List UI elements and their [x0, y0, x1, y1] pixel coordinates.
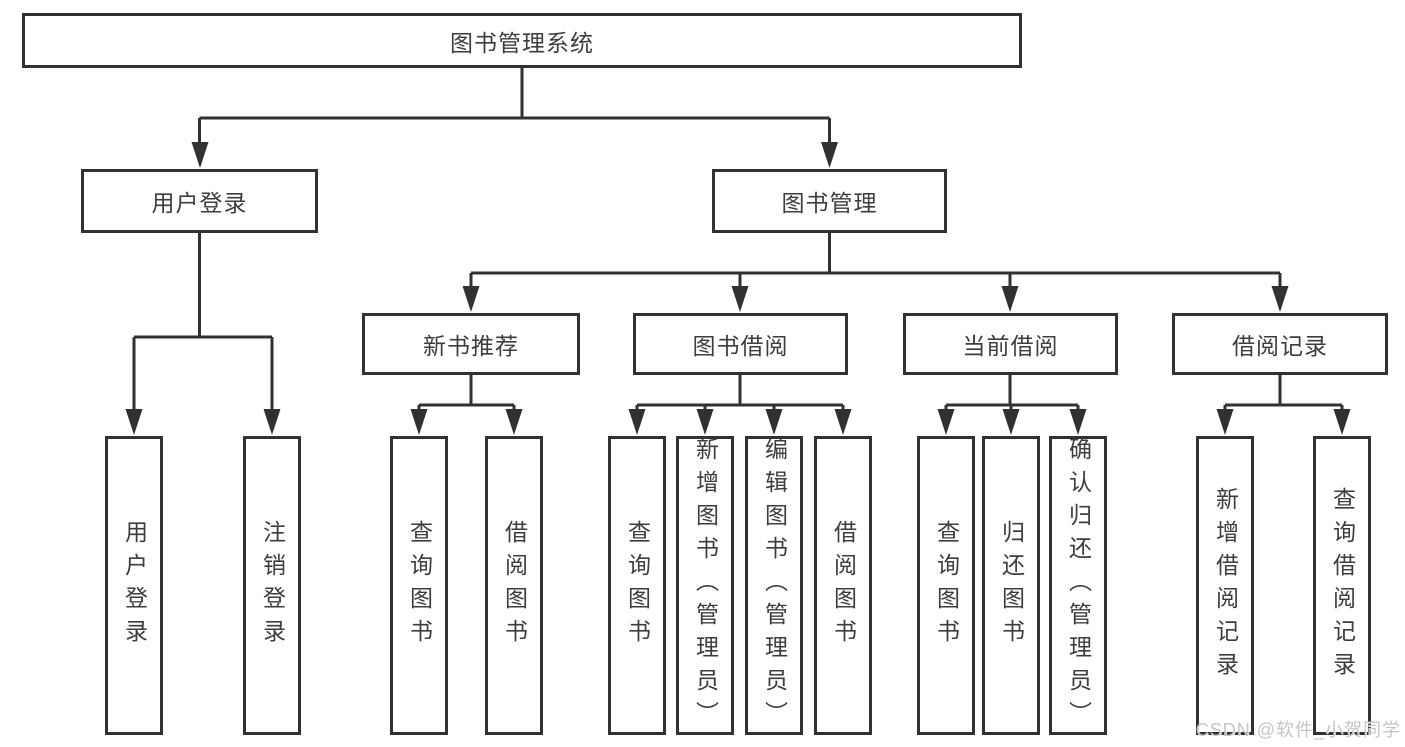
leaf-logout-login: 注销登录 — [243, 436, 301, 735]
leaf-borrowing-borrow-book-label: 借阅图书 — [830, 519, 857, 652]
leaf-recommend-borrow-book: 借阅图书 — [485, 436, 543, 735]
leaf-records-query-record-label: 查询借阅记录 — [1329, 486, 1356, 685]
leaf-borrowing-add-book-admin-label: 新增图书（管理员） — [692, 437, 719, 734]
node-library-management-system-label: 图书管理系统 — [450, 29, 594, 56]
leaf-borrowing-add-book-admin: 新增图书（管理员） — [676, 436, 734, 735]
leaf-borrowing-borrow-book: 借阅图书 — [814, 436, 872, 735]
leaf-recommend-query-book-label: 查询图书 — [406, 519, 433, 652]
leaf-current-query-book: 查询图书 — [917, 436, 975, 735]
node-user-login-label: 用户登录 — [151, 190, 248, 216]
leaf-records-add-record: 新增借阅记录 — [1196, 436, 1254, 735]
connector-paths — [132, 68, 1344, 411]
leaf-recommend-borrow-book-label: 借阅图书 — [501, 519, 528, 652]
leaf-current-query-book-label: 查询图书 — [933, 519, 960, 652]
node-current-borrowing-label: 当前借阅 — [962, 333, 1059, 359]
watermark-csdn: CSDN @软件_小贺同学 — [1195, 720, 1401, 740]
node-borrowing-records: 借阅记录 — [1172, 313, 1388, 375]
leaf-records-add-record-label: 新增借阅记录 — [1212, 486, 1239, 685]
node-borrowing-records-label: 借阅记录 — [1232, 333, 1328, 359]
leaf-logout-login-label: 注销登录 — [259, 519, 286, 652]
leaf-borrowing-query-book: 查询图书 — [608, 436, 666, 735]
leaf-current-return-book-label: 归还图书 — [998, 519, 1025, 652]
node-library-management-system: 图书管理系统 — [22, 13, 1022, 68]
node-book-management: 图书管理 — [712, 169, 947, 233]
leaf-user-login: 用户登录 — [105, 436, 163, 735]
node-book-borrowing: 图书借阅 — [633, 313, 848, 375]
node-new-book-recommend: 新书推荐 — [362, 313, 580, 375]
leaf-current-confirm-return-admin: 确认归还（管理员） — [1049, 436, 1107, 735]
leaf-current-confirm-return-admin-label: 确认归还（管理员） — [1065, 437, 1092, 734]
leaf-recommend-query-book: 查询图书 — [390, 436, 448, 735]
connector-arrowheads — [125, 142, 1351, 435]
node-book-borrowing-label: 图书借阅 — [692, 333, 789, 359]
leaf-borrowing-edit-book-admin-label: 编辑图书（管理员） — [761, 437, 788, 734]
leaf-records-query-record: 查询借阅记录 — [1313, 436, 1371, 735]
node-user-login: 用户登录 — [81, 169, 318, 233]
leaf-borrowing-edit-book-admin: 编辑图书（管理员） — [745, 436, 803, 735]
node-book-management-label: 图书管理 — [781, 190, 878, 216]
leaf-borrowing-query-book-label: 查询图书 — [624, 519, 651, 652]
node-new-book-recommend-label: 新书推荐 — [423, 333, 519, 359]
leaf-current-return-book: 归还图书 — [982, 436, 1040, 735]
leaf-user-login-label: 用户登录 — [121, 519, 148, 652]
node-current-borrowing: 当前借阅 — [903, 313, 1118, 375]
